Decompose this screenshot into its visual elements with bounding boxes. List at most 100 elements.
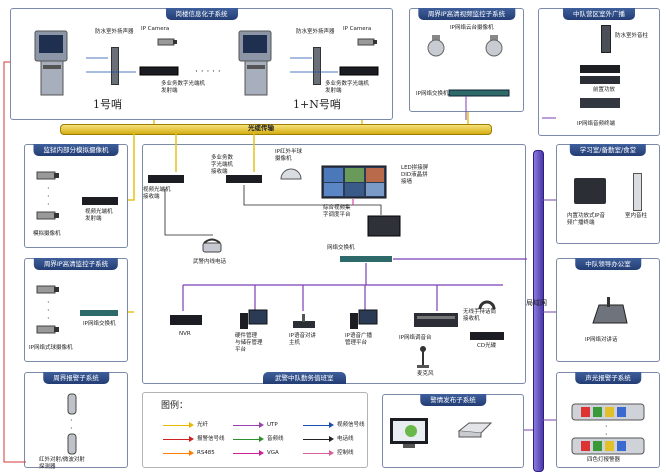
multi-tx-icon <box>139 66 179 76</box>
label-ip-amp: IP网络音频终端 <box>577 121 615 127</box>
legend-label: 视频信号线 <box>337 422 365 428</box>
label-multi-tx: 多业务数字光端机 发射端 <box>161 81 206 94</box>
panel-sound-light: 声光报警子系统 ·· 四色灯报警器 <box>556 372 660 468</box>
kiosk-terminal-icon <box>34 30 68 96</box>
analog-camera-icon <box>36 171 59 180</box>
legend-label: 报警信号线 <box>197 436 225 442</box>
broadcast-host-icon <box>350 309 378 329</box>
legend-arrow <box>259 450 264 456</box>
ip-call-station-icon <box>592 297 628 324</box>
legend-label: UTP <box>267 422 278 428</box>
panel-title: 岗楼信息化子系统 <box>165 8 238 20</box>
panel-duty-room: 武警中队勤务值班室 视频光端机 接收端 多业务数 字光端机 接收端 IP红外半球… <box>142 144 527 384</box>
panel-internal-analog: 监狱内部分模拟摄像机 ··· 模拟摄像机 视频光端机 发射端 <box>24 144 128 248</box>
label-analog-cam: 模拟摄像机 <box>33 231 61 237</box>
waterproof-speaker-icon <box>111 47 119 85</box>
fiber-trunk-bar <box>60 124 492 135</box>
ip-audio-terminal-icon <box>574 178 606 204</box>
label-audio-console: IP网络调音台 <box>399 335 432 341</box>
legend-arrow <box>259 436 264 442</box>
sentry-n-label: 1+N号哨 <box>293 98 341 111</box>
ip-talk-host-icon <box>293 314 315 328</box>
legend-arrow <box>189 450 194 456</box>
fiber-trunk-label: 光缆传输 <box>248 124 274 132</box>
panel-perimeter-ip: 周界IP高清监控子系统 ··· IP网络交换机 IP网络式球摄像机 <box>24 258 128 362</box>
legend-label: RS485 <box>197 450 215 456</box>
legend-label: 控制线 <box>337 450 354 456</box>
panel-perimeter-hd: 周界IP高清视频监控子系统 IP网络云台摄像机 IP网络交换机 <box>409 8 524 112</box>
mgmt-workstation-icon <box>240 309 268 329</box>
projector-icon <box>457 422 493 438</box>
label-preamp: 前置功放 <box>593 87 616 93</box>
legend-swatch <box>233 453 261 454</box>
panel-leader-office: 中队领导办公室 IP网络对讲话 <box>556 258 660 362</box>
panel-title: 周界报警子系统 <box>43 372 109 384</box>
label-outdoor: 防水室外音柱 <box>615 33 649 39</box>
display-screen-icon <box>390 418 428 448</box>
label-ip-dome: IP网络云台摄像机 <box>450 25 494 31</box>
ip-dome-camera-icon <box>427 35 445 57</box>
label-cd: CD光碟 <box>477 343 497 349</box>
waterproof-outdoor-speaker-icon <box>601 25 611 53</box>
ip-switch-icon <box>80 310 118 316</box>
label-four-color: 四色灯报警器 <box>587 457 621 463</box>
utp-fanout <box>164 185 527 311</box>
legend-swatch <box>303 439 331 440</box>
legend-swatch <box>233 439 261 440</box>
label-ip-broadcast-host: IP语音广播 管理平台 <box>345 333 372 346</box>
label-ip-infrared: IP红外半球 摄像机 <box>275 149 302 162</box>
label-mgmt: 硬件管理 与储存管理 平台 <box>235 333 263 353</box>
panel-title: 监狱内部分模拟摄像机 <box>33 144 119 156</box>
led-wall-icon <box>321 165 387 199</box>
label-nvr: NVR <box>179 331 191 337</box>
phone-icon <box>202 238 222 253</box>
label-codec: 综合视频集 字调度平台 <box>323 205 351 218</box>
legend-arrow <box>189 422 194 428</box>
label-multi-tx: 多业务数字光端机 发射端 <box>325 81 370 94</box>
panel-study-room: 学习室/备勤室/食堂 内置功放式IP音 频广播终端 室内音柱 <box>556 144 660 244</box>
panel-title: 周界IP高清监控子系统 <box>33 258 119 270</box>
waterproof-speaker-icon <box>313 47 321 85</box>
dots-vertical: ·· <box>70 416 73 433</box>
label-lan-switch: 网络交换机 <box>327 245 355 251</box>
label-speaker: 防水室外扬声器 <box>296 29 335 35</box>
legend-arrow <box>329 450 334 456</box>
legend-label: 音频线 <box>267 436 284 442</box>
label-inner-amp: 内置功放式IP音 频广播终端 <box>567 213 605 226</box>
lan-riser-bar <box>533 150 544 472</box>
legend-swatch <box>163 425 191 426</box>
ir-detector-icon <box>67 393 77 415</box>
legend-swatch <box>303 425 331 426</box>
label-wireless-mic: 无线手持话筒 接收机 <box>463 309 497 322</box>
lan-label: 局域网 <box>526 299 547 307</box>
label-led-wall: LED拼接屏 DID液晶拼 接墙 <box>401 165 429 185</box>
panel-title: 学习室/备勤室/食堂 <box>569 144 647 156</box>
panel-title: 周界IP高清视频监控子系统 <box>417 8 516 20</box>
four-color-alarm-icon <box>571 437 645 455</box>
panel-title: 中队营区室外广播 <box>563 8 635 20</box>
ip-camera-icon <box>36 325 59 334</box>
label-phone: 武警内线电话 <box>193 259 227 265</box>
panel-title: 警情发布子系统 <box>420 394 486 406</box>
ip-switch-icon <box>448 89 510 97</box>
label-ip-call: IP网络对讲话 <box>585 337 618 343</box>
dots-vertical: ·· <box>605 422 608 439</box>
ip-camera-icon <box>157 38 177 46</box>
ip-camera-icon <box>36 285 59 294</box>
dots-vertical: ··· <box>47 298 50 323</box>
ip-camera-icon <box>357 38 377 46</box>
ir-detector-icon <box>67 433 77 455</box>
legend-swatch <box>303 453 331 454</box>
label-video-rx: 视频光端机 接收端 <box>143 187 171 200</box>
analog-camera-icon <box>36 211 59 220</box>
microphone-icon <box>417 346 429 368</box>
label-inner-speaker: 室内音柱 <box>625 213 648 219</box>
multi-tx-icon <box>339 66 379 76</box>
preamp-icon <box>580 65 620 73</box>
label-ir-detector: 红外对射/微波对射 探测器 <box>39 457 85 470</box>
cd-player-icon <box>470 332 504 340</box>
legend-label: 光纤 <box>197 422 209 428</box>
label-ip-switch: IP网络交换机 <box>416 91 449 97</box>
sentry-1-label: 1号哨 <box>93 98 122 111</box>
legend-arrow <box>329 436 334 442</box>
